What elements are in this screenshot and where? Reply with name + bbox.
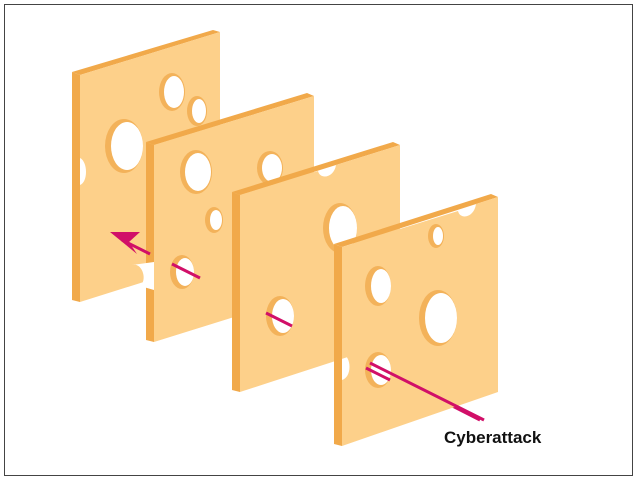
slice-2-hole [210, 210, 222, 230]
slice-4-top-edge [334, 194, 498, 247]
slice-1-hole [192, 99, 206, 123]
slice-3-edge [232, 192, 240, 392]
slice-1-hole [111, 122, 143, 170]
attack-arrow-front [369, 361, 485, 422]
attack-arrow-tail [121, 238, 151, 256]
slice-1-top-edge [72, 30, 220, 75]
slice-4-edge [334, 244, 342, 446]
slice-1-edge [72, 72, 80, 302]
attack-arrow-segment [171, 262, 201, 280]
slice-4-hole [433, 227, 443, 245]
cheese-slice-4 [334, 194, 498, 446]
slice-2-top-edge [146, 93, 314, 145]
cyberattack-label: Cyberattack [444, 428, 542, 447]
slice-2-notch [132, 262, 154, 290]
attack-arrow-segment [265, 311, 293, 328]
slice-3-top-edge [232, 142, 400, 195]
slice-4-hole [371, 269, 391, 303]
slice-2-hole [185, 153, 211, 191]
attack-arrow-segment [365, 366, 391, 382]
slice-4-hole [425, 293, 457, 343]
slice-1-hole [164, 76, 184, 108]
slice-2-edge [146, 142, 154, 342]
slice-2-hole [262, 154, 282, 182]
